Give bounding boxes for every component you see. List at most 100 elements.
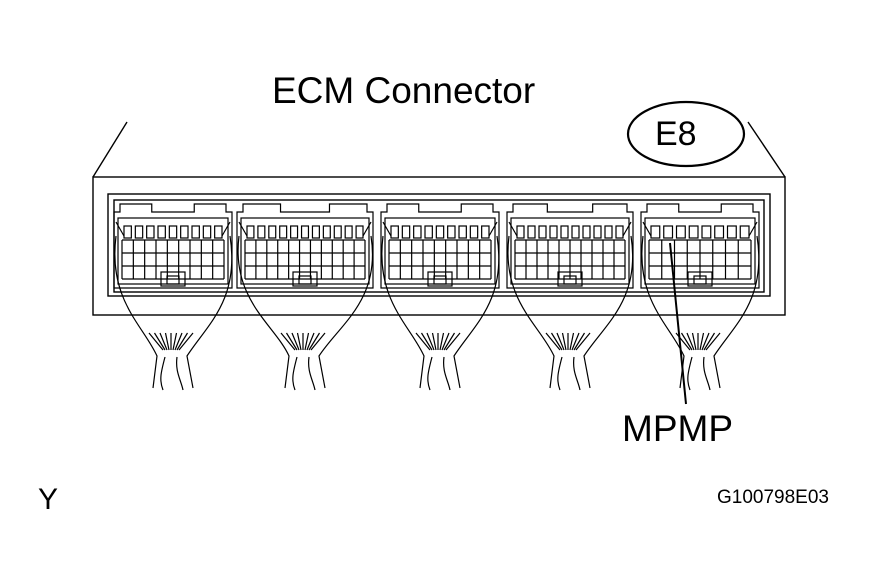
wire-strand xyxy=(575,332,591,351)
wire-strand xyxy=(148,332,164,351)
diagram-title: ECM Connector xyxy=(272,70,536,111)
wire-strand xyxy=(178,332,194,351)
pin-slot xyxy=(650,225,661,239)
bundle-left-edge xyxy=(641,235,685,389)
pin-slot xyxy=(157,225,166,239)
pin-slot xyxy=(180,225,189,239)
wire-strand xyxy=(426,332,435,351)
pin-slot xyxy=(333,225,342,239)
wire-strand xyxy=(172,332,178,351)
wire-strand xyxy=(306,332,315,351)
pin-slot xyxy=(168,225,178,239)
block-clip xyxy=(622,221,632,237)
bundle-right-edge xyxy=(186,235,233,389)
connector-block xyxy=(236,203,374,289)
block-outline xyxy=(506,203,634,289)
block-body xyxy=(240,217,370,285)
wire-strand xyxy=(680,332,693,351)
pin-slot xyxy=(322,225,331,239)
pin-leader-line xyxy=(669,242,687,405)
block-outline xyxy=(236,203,374,289)
block-body xyxy=(117,217,229,285)
bundle-left-edge xyxy=(237,235,290,389)
connector-id-label: E8 xyxy=(655,115,697,153)
pin-slot xyxy=(257,225,266,239)
key-slot xyxy=(557,271,583,287)
block-clip xyxy=(488,221,498,237)
wire-strand xyxy=(545,332,561,351)
wire-bundle xyxy=(237,235,374,391)
key-slot xyxy=(687,271,713,287)
pin-slot xyxy=(582,225,591,239)
wire-tail xyxy=(292,356,298,391)
wire-strand xyxy=(176,332,189,351)
block-outline xyxy=(380,203,500,289)
pin-slot xyxy=(549,225,558,239)
pin-slot xyxy=(538,225,547,239)
block-clip xyxy=(115,221,125,237)
wire-strand xyxy=(686,332,695,351)
pin-slot xyxy=(123,225,132,239)
pin-slot xyxy=(571,225,580,239)
pin-slot xyxy=(604,225,613,239)
wire-strand xyxy=(443,332,456,351)
wire-bundle xyxy=(641,235,760,391)
connector-block xyxy=(380,203,500,289)
pin-slot xyxy=(214,225,223,239)
wire-strand xyxy=(441,332,450,351)
block-clip xyxy=(642,221,652,237)
wire-strand xyxy=(431,332,437,351)
key-inner xyxy=(298,275,312,285)
wire-strand xyxy=(308,332,321,351)
wire-tail xyxy=(443,356,451,391)
pin-slot xyxy=(560,225,569,239)
wire-bundle xyxy=(381,235,500,391)
wire-strand xyxy=(561,332,567,351)
connector-block xyxy=(506,203,634,289)
wire-strand xyxy=(291,332,300,351)
connector-blocks xyxy=(113,203,760,289)
wire-strand xyxy=(550,332,563,351)
pin-slot xyxy=(401,225,411,239)
pin-slot xyxy=(714,225,725,239)
pin-slot xyxy=(413,225,422,239)
pin-slot xyxy=(516,225,525,239)
key-inner xyxy=(433,275,447,285)
pin-slot xyxy=(344,225,353,239)
connector-block xyxy=(640,203,760,289)
block-outline xyxy=(113,203,233,289)
wire-strand xyxy=(164,332,170,351)
wire-strand xyxy=(701,332,710,351)
pin-slot xyxy=(458,225,467,239)
bundle-right-edge xyxy=(583,235,634,389)
wire-strand xyxy=(556,332,565,351)
figure-id: G100798E03 xyxy=(717,487,829,508)
pin-slot xyxy=(279,225,288,239)
block-clip xyxy=(748,221,758,237)
wire-tail xyxy=(687,356,693,391)
pin-slot xyxy=(268,225,277,239)
block-clip xyxy=(362,221,372,237)
connector-block xyxy=(113,203,233,289)
wire-tail xyxy=(160,356,166,391)
wire-strand xyxy=(703,332,716,351)
key-slot xyxy=(427,271,453,287)
block-clip xyxy=(508,221,518,237)
bundle-right-edge xyxy=(318,235,374,389)
wire-tail xyxy=(703,356,711,391)
pin-slot xyxy=(300,225,310,239)
connector-housing xyxy=(92,121,786,316)
pin-slot xyxy=(424,225,433,239)
wire-strand xyxy=(420,332,433,351)
pin-slot xyxy=(739,225,750,239)
pin-slot xyxy=(469,225,479,239)
wire-tail xyxy=(308,356,316,391)
wire-strand xyxy=(705,332,721,351)
bundle-left-edge xyxy=(114,235,158,389)
pin-slot xyxy=(246,225,255,239)
key-slot xyxy=(160,271,186,287)
wire-strand xyxy=(445,332,461,351)
wire-tail xyxy=(557,356,563,391)
